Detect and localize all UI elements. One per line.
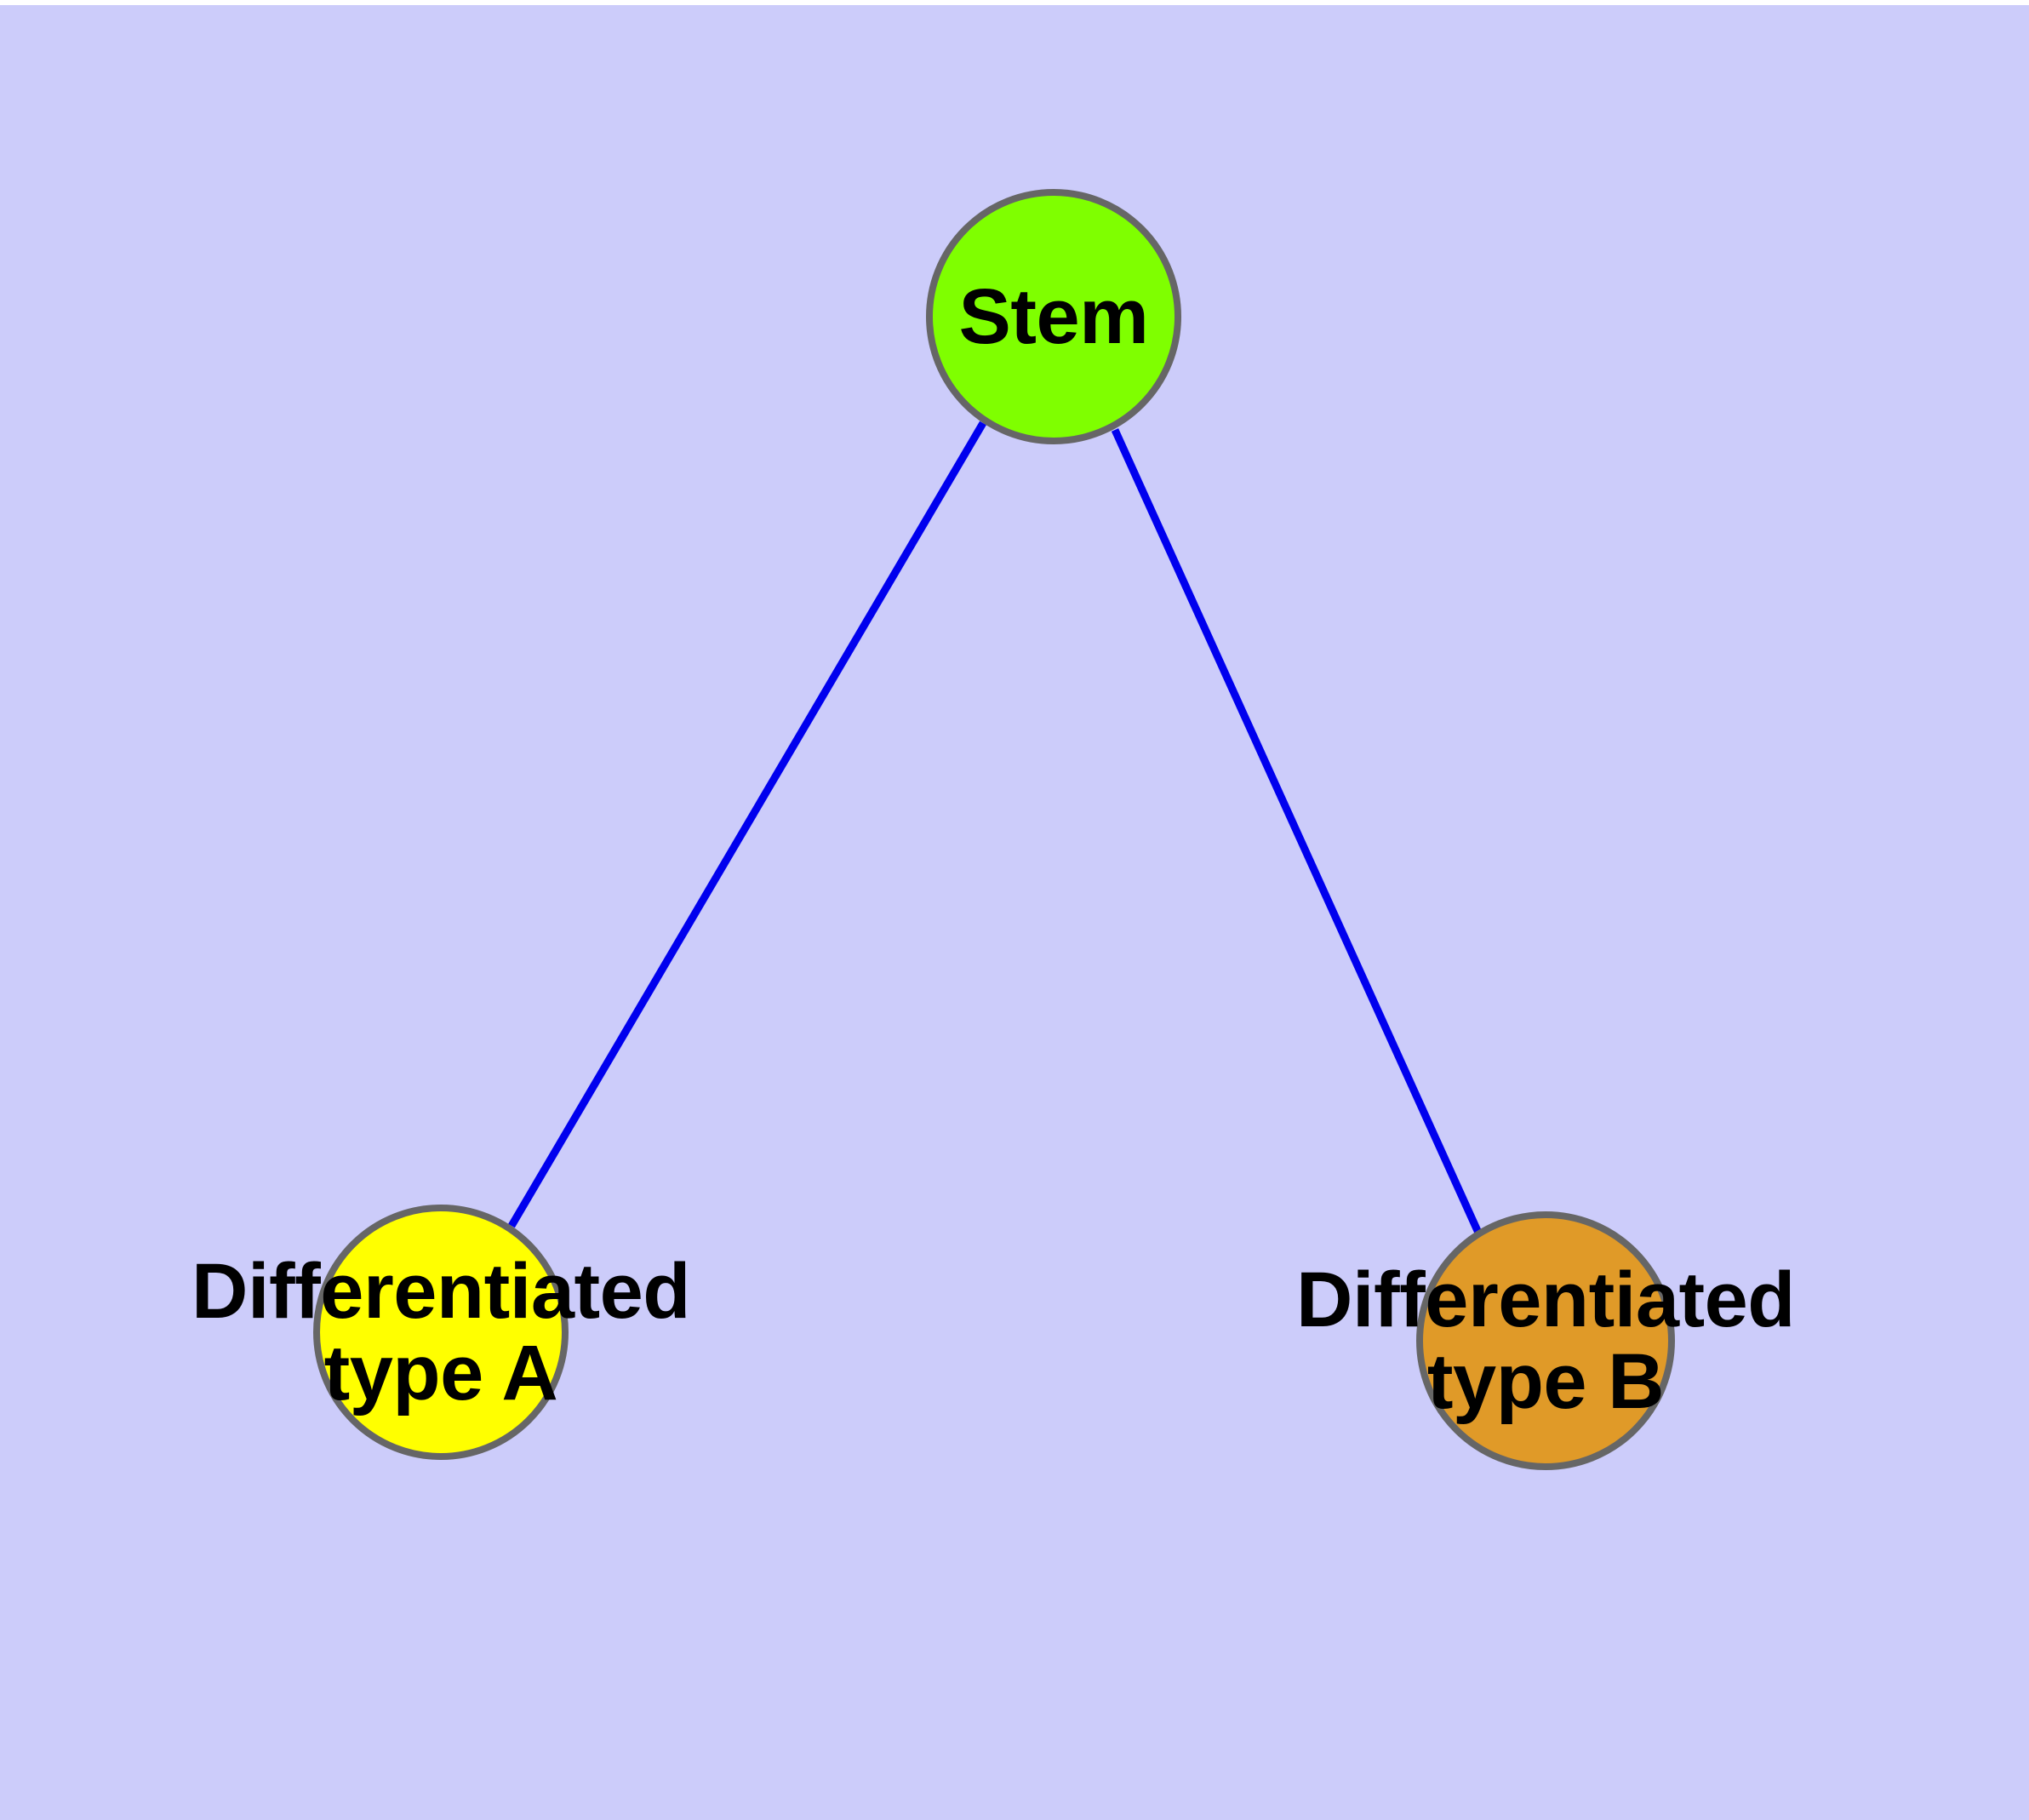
node-layer <box>313 189 1675 1470</box>
graph-node-diff_b[interactable] <box>1416 1211 1675 1470</box>
graph-node-stem[interactable] <box>926 189 1181 444</box>
graph-edge-stem-to-a[interactable] <box>508 421 986 1228</box>
graph-node-diff_a[interactable] <box>313 1205 569 1460</box>
graph-edge-stem-to-b[interactable] <box>1111 428 1483 1234</box>
edge-layer <box>508 421 1483 1234</box>
